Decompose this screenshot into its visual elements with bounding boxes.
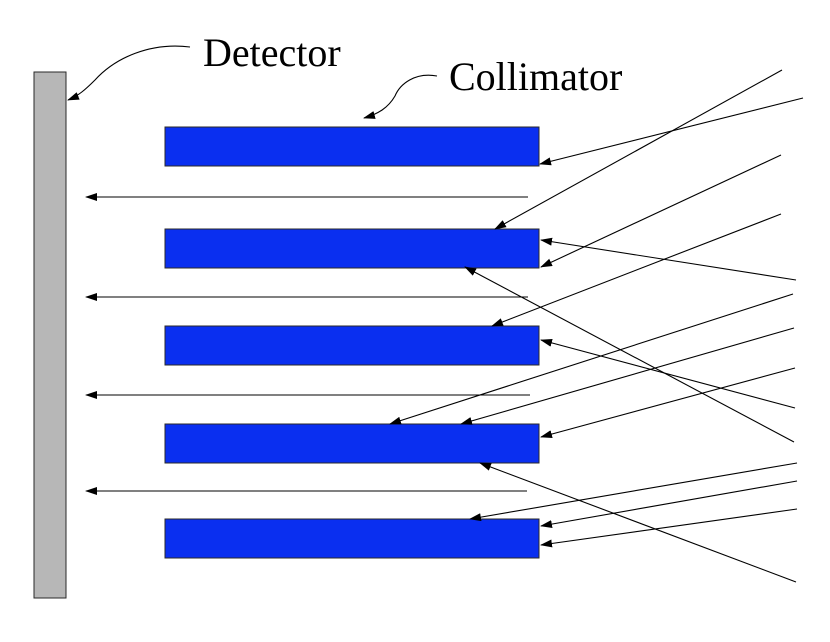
oblique-ray bbox=[389, 293, 794, 425]
oblique-ray bbox=[540, 480, 798, 529]
oblique-ray bbox=[460, 327, 795, 425]
transmitted-rays bbox=[85, 193, 530, 495]
collimator-label: Collimator bbox=[449, 54, 622, 99]
oblique-ray bbox=[479, 462, 797, 583]
oblique-ray bbox=[540, 338, 796, 409]
oblique-ray bbox=[540, 237, 797, 281]
detector-label: Detector bbox=[203, 30, 341, 75]
oblique-ray bbox=[540, 508, 798, 548]
absorbed-rays bbox=[389, 69, 804, 583]
collimator-plate bbox=[164, 518, 540, 559]
detector-bar bbox=[33, 71, 67, 599]
collimator-plates bbox=[164, 126, 540, 559]
oblique-ray bbox=[469, 462, 798, 522]
oblique-ray bbox=[464, 266, 795, 443]
collimator-plate bbox=[164, 228, 540, 269]
collimator-plate bbox=[164, 423, 540, 464]
detector-leader-arrow bbox=[67, 45, 191, 101]
collimator-leader-arrow bbox=[363, 74, 438, 119]
oblique-ray bbox=[540, 154, 782, 268]
oblique-ray bbox=[494, 69, 783, 230]
oblique-ray bbox=[540, 367, 796, 438]
collimator-plate bbox=[164, 126, 540, 167]
collimator-plate bbox=[164, 325, 540, 366]
